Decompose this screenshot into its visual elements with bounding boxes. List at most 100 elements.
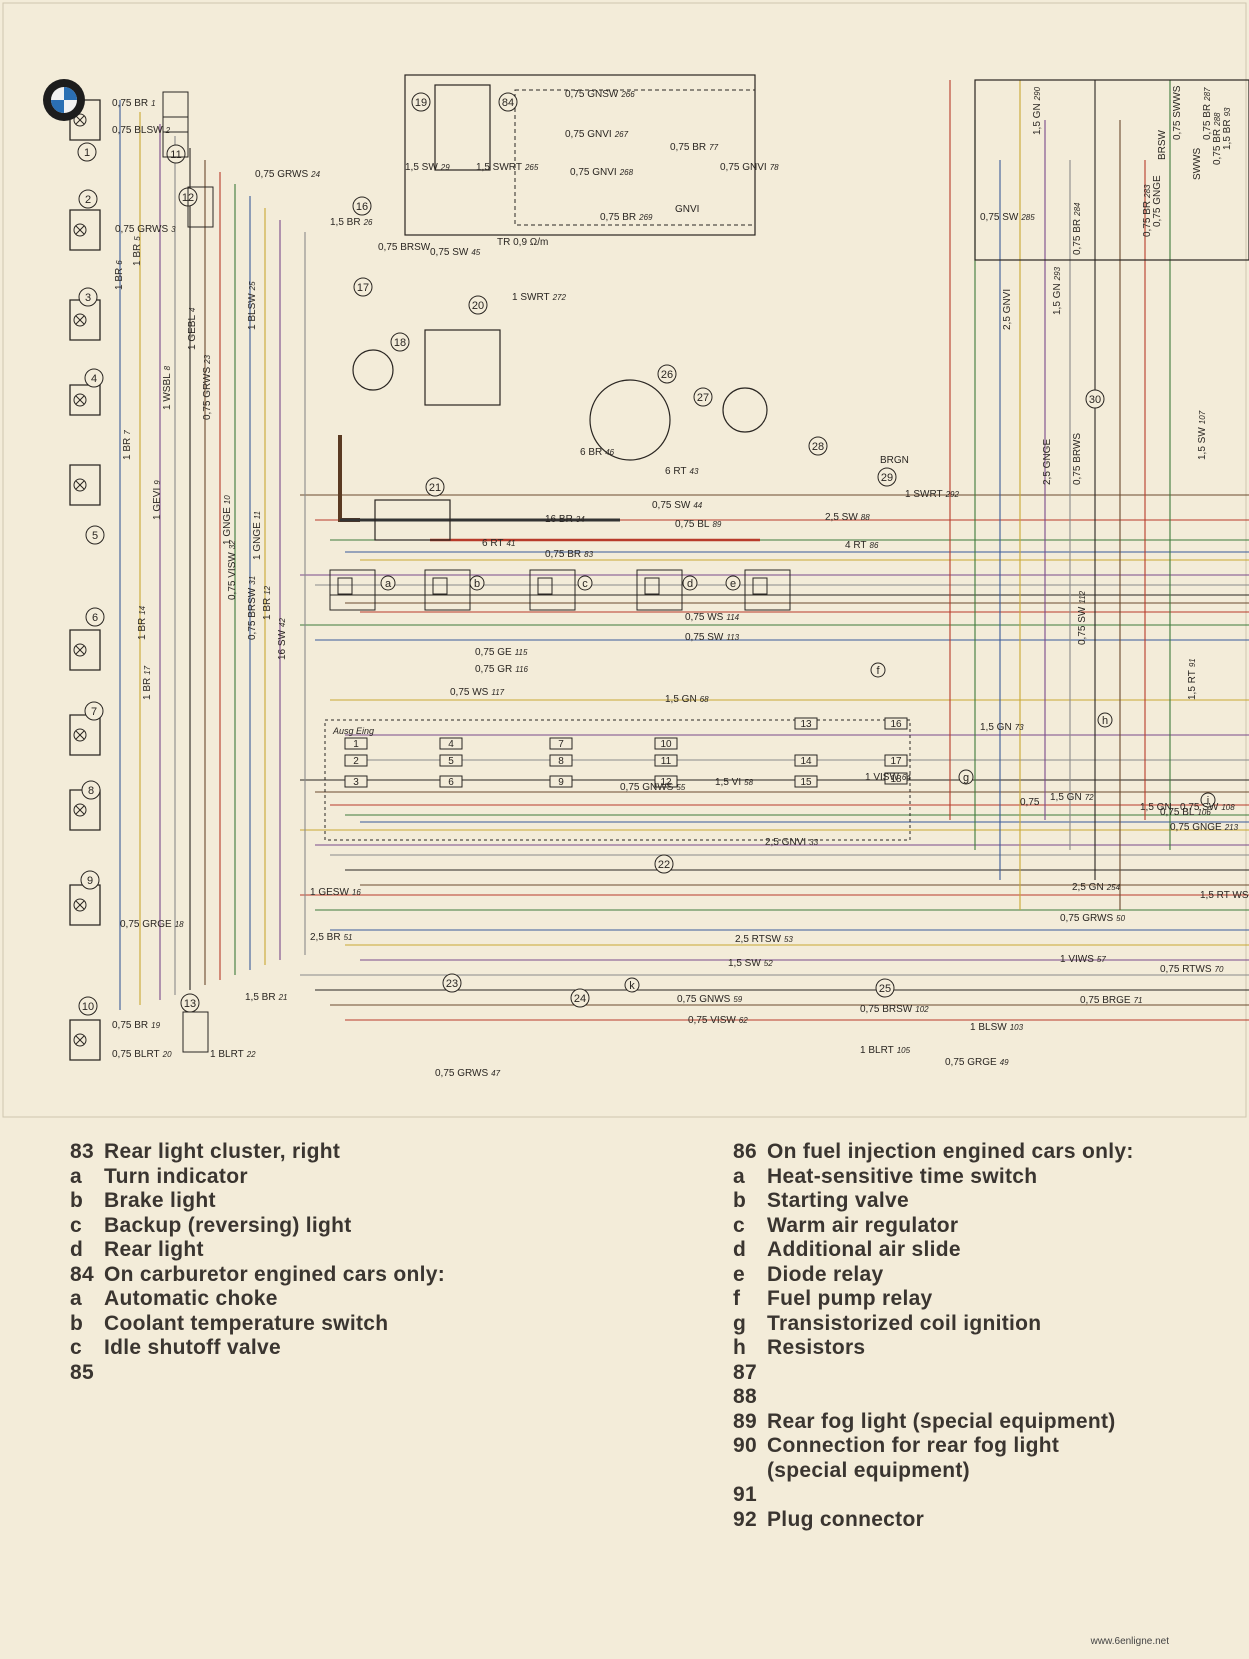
wire-label: 1 GEVI9 (152, 480, 163, 520)
component-number-badge (78, 287, 98, 307)
wire-gauge-color: 1,5 SW (728, 958, 761, 969)
component-number: 9 (87, 875, 93, 887)
legend-left-key: b (70, 1311, 84, 1335)
wire-number: 83 (584, 550, 593, 559)
wire-number: 29 (440, 163, 450, 172)
legend-left-text: Brake light (104, 1189, 216, 1212)
bulb-cross (75, 480, 85, 490)
relay-letter: h (1102, 715, 1108, 727)
wire-label: 2,5 GNVI (1002, 289, 1013, 330)
legend-left-text: Coolant temperature switch (104, 1311, 389, 1335)
wire-label: 1,5 BR93 (1222, 107, 1233, 150)
bulb-cross (75, 645, 85, 655)
instrument-26 (589, 379, 671, 461)
lamp-housing (69, 99, 101, 141)
fuse (549, 754, 573, 767)
wire-gauge-color: 0,75 GNVI (720, 162, 767, 173)
wire-number: 19 (151, 1021, 160, 1030)
wire-number: 45 (471, 248, 480, 257)
legend-left-key: 84 (70, 1262, 94, 1286)
wire-number: 72 (1085, 793, 1094, 802)
lamp-7 (69, 714, 101, 756)
legend-left-text: Backup (reversing) light (104, 1213, 352, 1237)
legend-right-text: Connection for rear fog light (767, 1434, 1060, 1457)
wire-gauge-color: 0,75 GRWS (435, 1068, 488, 1079)
fuse-number: 11 (661, 756, 672, 767)
wire-number: 2 (165, 126, 171, 135)
wire-gauge-color: 0,75 SW (1077, 606, 1088, 645)
fuse-number: 5 (448, 756, 454, 767)
wire-gauge-color: 0,75 BR (1142, 201, 1153, 237)
wire-number: 58 (744, 778, 753, 787)
wire-number: 254 (1106, 883, 1121, 892)
wire-gauge-color: 0,75 WS (685, 612, 724, 623)
legend-left-text: Rear light (104, 1238, 204, 1261)
wire-gauge-color: 0,75 SW (685, 632, 724, 643)
wire-number: 272 (552, 293, 567, 302)
legend-right-key: f (733, 1287, 741, 1310)
wire-number: 31 (248, 576, 257, 585)
fuse-number: 18 (890, 774, 902, 785)
wire-gauge-color: 1,5 VI (715, 777, 741, 788)
wire-number: 55 (676, 783, 685, 792)
module-box-86 (974, 79, 1249, 261)
bulb-icon (73, 113, 87, 127)
wire-number: 50 (1116, 914, 1125, 923)
wire-number: 11 (253, 511, 262, 519)
relay-letter-badge (1097, 712, 1113, 728)
legend-right-text: Warm air regulator (767, 1213, 959, 1237)
wire-number: 213 (1224, 823, 1239, 832)
wire-gauge-color: 0,75 BR (1212, 129, 1223, 165)
wire-label: BRSW (1157, 129, 1168, 160)
wire-number: 51 (344, 933, 353, 942)
wire-gauge-color: 0,75 SW (1180, 802, 1219, 813)
legend-right-key: d (733, 1238, 747, 1261)
component-number-badge (352, 196, 372, 216)
bulb-cross (75, 1035, 85, 1045)
bulb-cross (75, 315, 85, 325)
wire-number: 18 (175, 920, 184, 929)
component-number-badge (411, 92, 431, 112)
component-number: 29 (881, 472, 893, 484)
ignition-switch-20 (424, 329, 501, 406)
wire-number: 64 (902, 773, 911, 782)
component-number-badge (78, 189, 98, 209)
wire-number: 287 (1203, 87, 1212, 102)
fuse-number: 6 (448, 777, 454, 788)
wire-gauge-color: 1 GEBL (187, 315, 198, 350)
wire-label: 1 BR6 (114, 260, 125, 290)
relay-letter: g (963, 772, 969, 784)
fuse-box-label: Ausg Eing (332, 726, 374, 736)
wire-gauge-color: 1,5 GN (1140, 802, 1172, 813)
wire-gauge-color: 1,5 BR (330, 217, 361, 228)
wire-gauge-color: 0,75 BLRT (112, 1049, 160, 1060)
component-number-badge (390, 332, 410, 352)
wire-label: 16 SW42 (277, 618, 288, 660)
legend-left-entry: b Coolant temperature switch (70, 1312, 445, 1337)
wire-number: 91 (1188, 658, 1197, 667)
relay-coil (432, 577, 448, 595)
relay-letter-badge (958, 769, 974, 785)
component-number-badge (84, 701, 104, 721)
wire-number: 59 (733, 995, 742, 1004)
component-number-badge (85, 607, 105, 627)
lamp-4 (69, 384, 101, 416)
bulb-cross (75, 225, 85, 235)
